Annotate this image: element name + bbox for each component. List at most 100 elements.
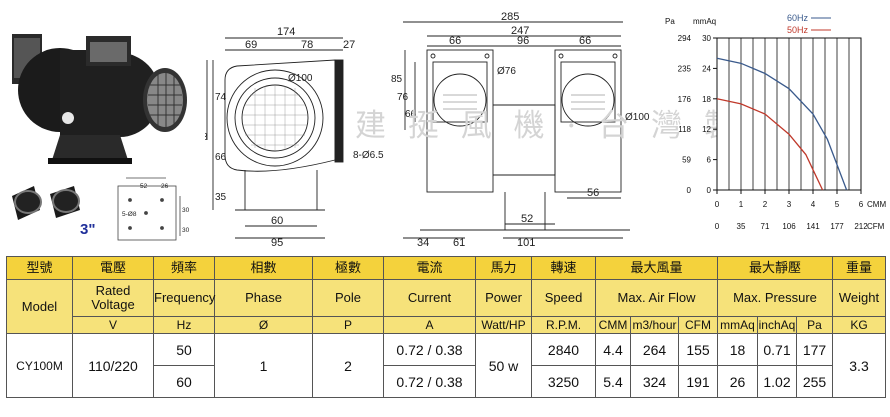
cell-mmaq: 18 xyxy=(717,333,758,366)
cell-phase: 1 xyxy=(214,333,313,398)
dim-74: 74 xyxy=(215,92,227,103)
x-bottom-tick-label: 177 xyxy=(830,222,844,231)
th-pole-en: Pole xyxy=(312,279,384,317)
dim-101: 101 xyxy=(517,237,535,249)
cell-model: CY100M xyxy=(6,333,73,398)
dim-60: 60 xyxy=(271,215,283,227)
th-phase-en: Phase xyxy=(214,279,313,317)
y-right-tick-label: 24 xyxy=(702,64,711,73)
th-speed-cn: 轉速 xyxy=(531,256,596,280)
size-badge: 3" xyxy=(80,221,96,238)
cell-speed: 3250 xyxy=(531,365,596,398)
cell-inchaq: 1.02 xyxy=(757,365,797,398)
dimension-drawing: 174 69 78 27 Ø100 188 74 66 35 60 95 285… xyxy=(205,11,650,249)
dim-69: 69 xyxy=(245,39,257,51)
watermark-text: 建 挺 風 機 · 台 灣 製 造 xyxy=(355,108,794,144)
unit-m3h: m3/hour xyxy=(630,316,679,334)
th-speed-en: Speed xyxy=(531,279,596,317)
x-top-tick-label: 1 xyxy=(739,200,744,209)
dim-85: 85 xyxy=(391,74,403,85)
cell-m3h: 324 xyxy=(630,365,679,398)
cell-frequency: 60 xyxy=(153,365,215,398)
th-current-cn: 電流 xyxy=(383,256,476,280)
dim-95: 95 xyxy=(271,237,283,249)
x-top-tick-label: 2 xyxy=(763,200,768,209)
cell-cmm: 4.4 xyxy=(595,333,631,366)
th-frequency-cn: 頻率 xyxy=(153,256,215,280)
cell-pole: 2 xyxy=(312,333,384,398)
x-bottom-tick-label: 35 xyxy=(737,222,746,231)
mount-dim-26: 26 xyxy=(161,183,169,190)
y-left-tick-label: 59 xyxy=(682,156,691,165)
y-right-tick-label: 12 xyxy=(702,125,711,134)
x-bottom-tick-label: 0 xyxy=(715,222,720,231)
dim-76-left: 76 xyxy=(397,92,409,103)
mount-dim-30b: 30 xyxy=(182,227,190,234)
dim-188: 188 xyxy=(205,132,208,143)
cell-speed: 2840 xyxy=(531,333,596,366)
th-model-en: Model xyxy=(6,279,73,334)
dim-247: 247 xyxy=(511,25,529,37)
dim-96: 96 xyxy=(517,35,529,47)
unit-pa: Pa xyxy=(796,316,833,334)
x-bottom-tick-label: 141 xyxy=(806,222,820,231)
th-current-en: Current xyxy=(383,279,476,317)
y-left-tick-label: 294 xyxy=(678,34,692,43)
blower-photo xyxy=(12,34,187,164)
unit-phase: Ø xyxy=(214,316,313,334)
dim-61: 61 xyxy=(453,237,465,249)
x-top-label: CMM xyxy=(867,200,886,209)
y-left-label: Pa xyxy=(665,17,675,26)
table-header-en: Model Rated Voltage Frequency Phase Pole… xyxy=(6,279,886,334)
y-right-tick-label: 0 xyxy=(707,186,712,195)
th-phase-cn: 相數 xyxy=(214,256,313,280)
th-airflow-en: Max. Air Flow xyxy=(595,279,718,317)
cell-power: 50 w xyxy=(475,333,532,398)
th-power-en: Power xyxy=(475,279,532,317)
side-view xyxy=(206,37,344,239)
unit-pole: P xyxy=(312,316,384,334)
cell-current: 0.72 / 0.38 xyxy=(383,333,476,366)
dim-78: 78 xyxy=(301,39,313,51)
y-right-tick-label: 18 xyxy=(702,95,711,104)
cell-weight: 3.3 xyxy=(832,333,886,398)
th-pole-cn: 極數 xyxy=(312,256,384,280)
cell-pa: 255 xyxy=(796,365,833,398)
dim-56: 56 xyxy=(587,187,599,199)
unit-inchaq: inchAq xyxy=(757,316,797,334)
th-power-cn: 馬力 xyxy=(475,256,532,280)
spec-table: 型號 電壓 頻率 相數 極數 電流 馬力 轉速 最大風量 最大靜壓 重量 Mod… xyxy=(6,256,886,398)
y-left-tick-label: 0 xyxy=(687,186,692,195)
x-top-tick-label: 6 xyxy=(859,200,864,209)
cell-inchaq: 0.71 xyxy=(757,333,797,366)
dim-174: 174 xyxy=(277,26,295,38)
product-photo-area: 52 26 5-Ø8 30 30 xyxy=(12,34,190,241)
unit-cmm: CMM xyxy=(595,316,631,334)
x-bottom-tick-label: 71 xyxy=(761,222,770,231)
x-top-tick-label: 4 xyxy=(811,200,816,209)
th-voltage-cn: 電壓 xyxy=(72,256,154,280)
y-left-tick-label: 118 xyxy=(678,125,691,134)
mount-plate-diagram xyxy=(117,177,181,241)
legend-60hz: 60Hz xyxy=(787,13,809,23)
th-frequency-en: Frequency xyxy=(153,279,215,317)
cell-pa: 177 xyxy=(796,333,833,366)
table-header-cn: 型號 電壓 頻率 相數 極數 電流 馬力 轉速 最大風量 最大靜壓 重量 xyxy=(6,256,886,280)
dim-34: 34 xyxy=(417,237,429,249)
mount-dim-30a: 30 xyxy=(182,207,190,214)
th-weight-cn: 重量 xyxy=(832,256,886,280)
x-bottom-label: CFM xyxy=(867,222,885,231)
th-pressure-cn: 最大靜壓 xyxy=(717,256,833,280)
table-row: 60 0.72 / 0.38 3250 5.4 324 191 26 1.02 … xyxy=(7,365,886,398)
cell-mmaq: 26 xyxy=(717,365,758,398)
th-model-cn: 型號 xyxy=(6,256,73,280)
performance-chart: 3029424235181761211865900001352713106414… xyxy=(665,13,886,231)
unit-a: A xyxy=(383,316,476,334)
unit-kg: KG xyxy=(832,316,886,334)
front-view xyxy=(403,21,630,239)
th-pressure-en: Max. Pressure xyxy=(717,279,833,317)
flange-photo xyxy=(12,186,80,220)
y-left-tick-label: 235 xyxy=(678,64,692,73)
table-row: CY100M 110/220 50 1 2 0.72 / 0.38 50 w 2… xyxy=(6,333,886,398)
cell-frequency: 50 xyxy=(153,333,215,366)
